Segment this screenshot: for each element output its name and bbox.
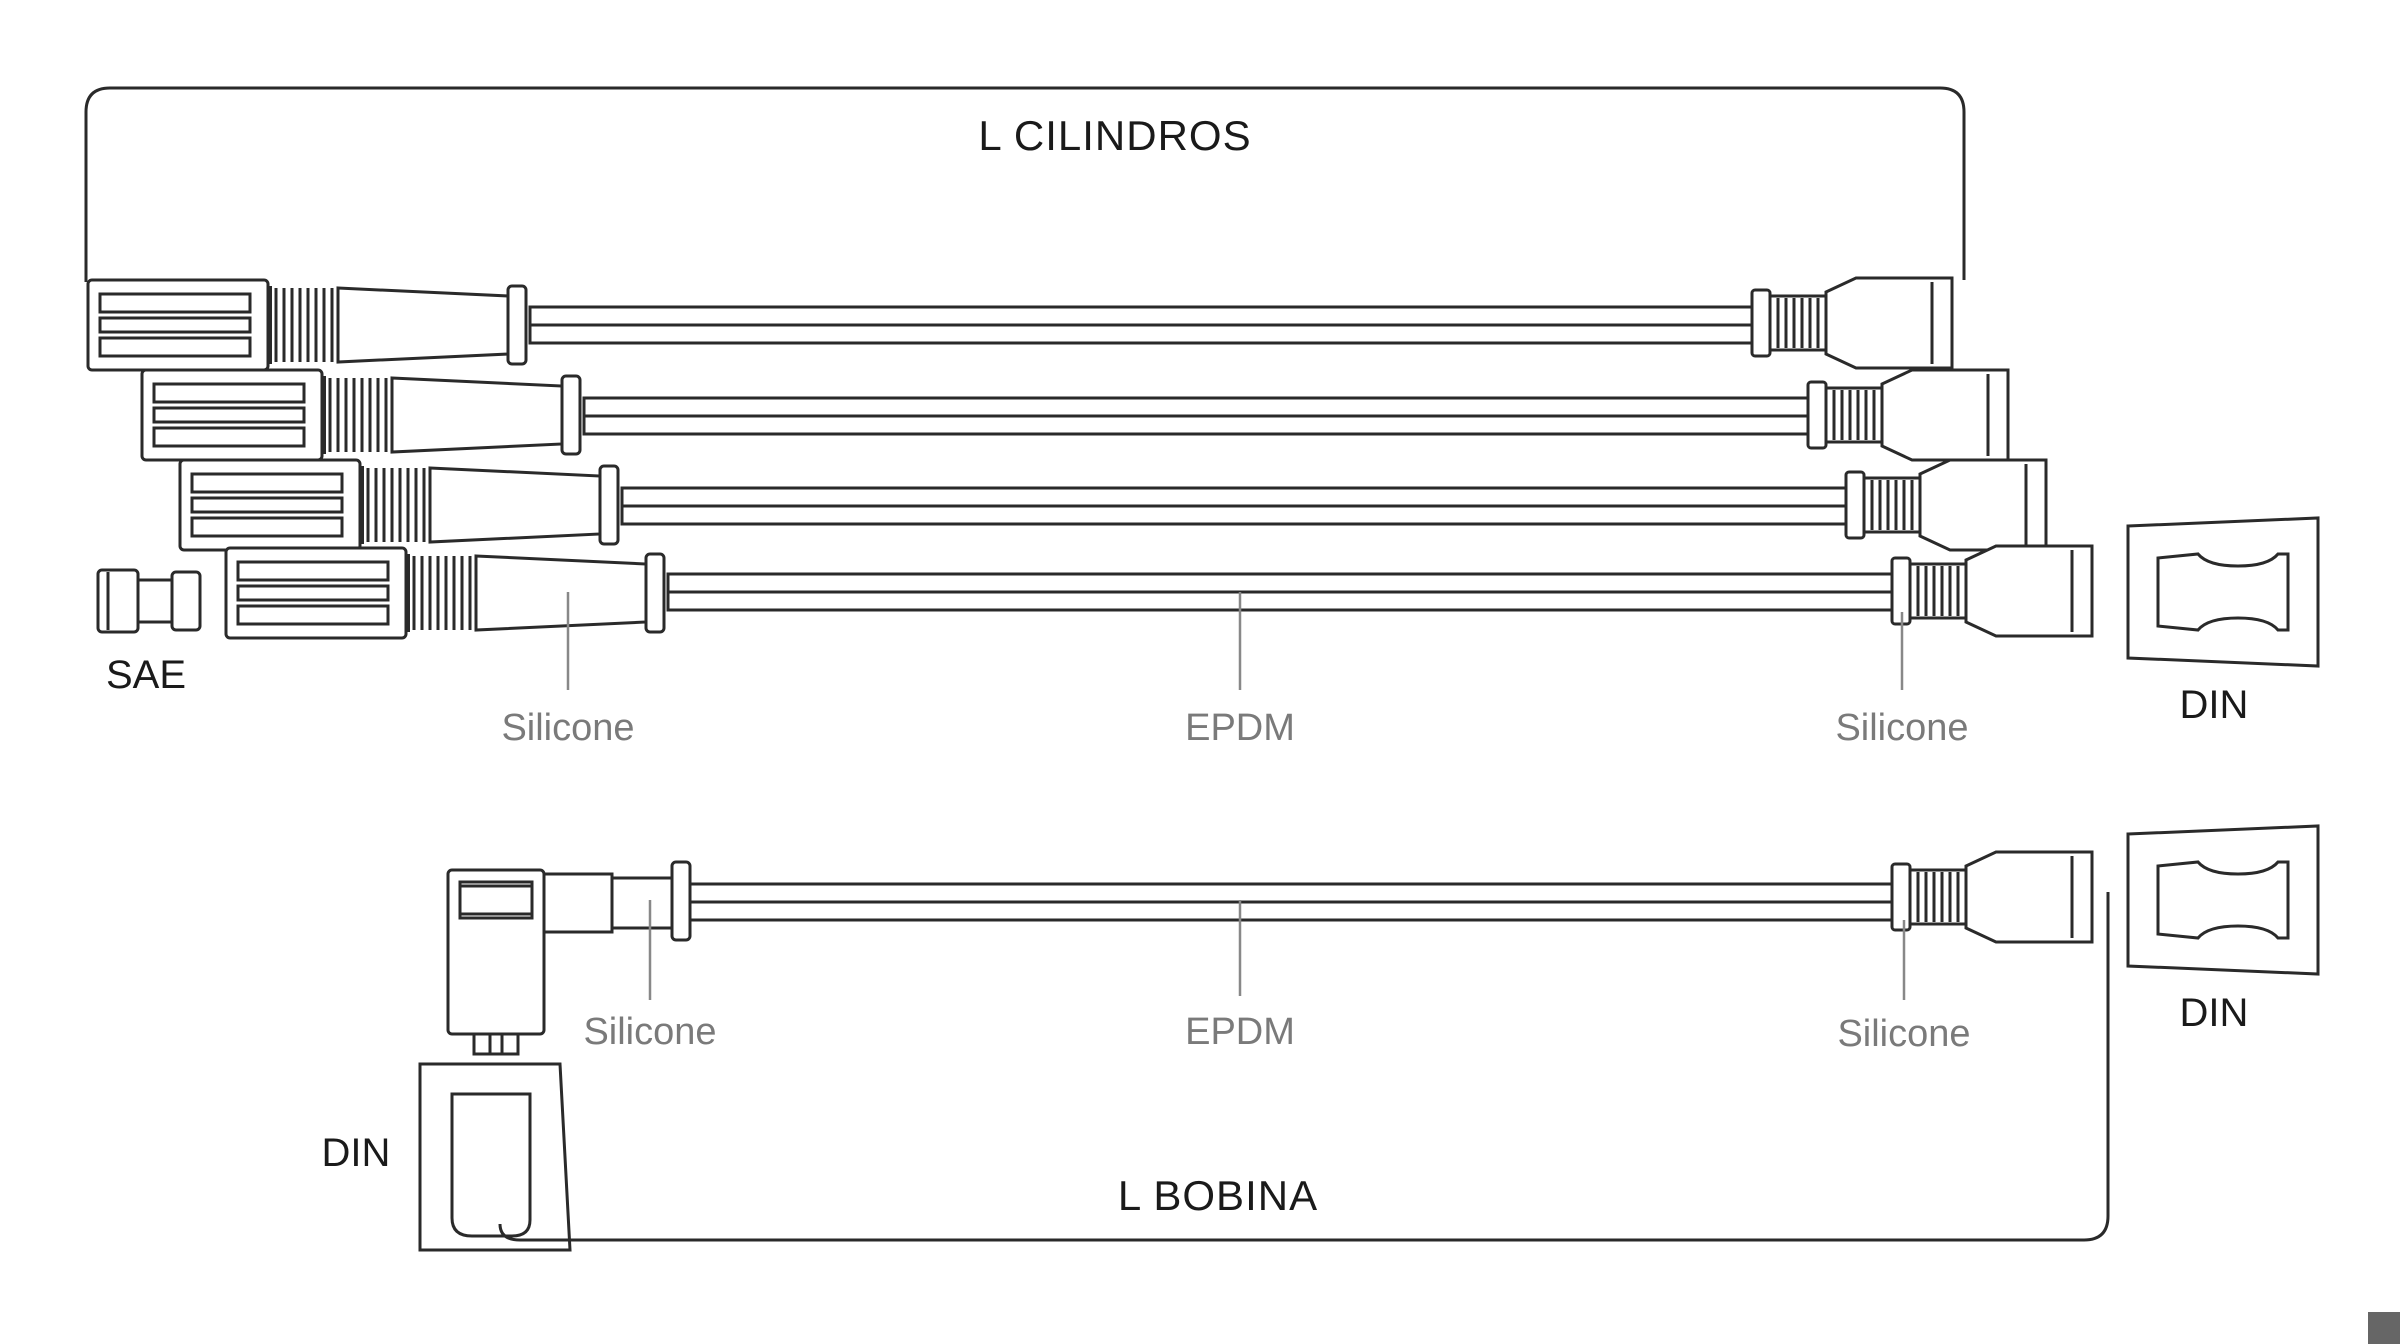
cylinder-cable-3 [178, 458, 2048, 552]
cylinder-cable-4 [224, 544, 2094, 640]
cylinders-length-label: L CILINDROS [978, 112, 1251, 159]
cylinder-cable-2 [140, 368, 2010, 462]
sae-terminal [96, 568, 202, 634]
cylinders-length-bracket [84, 86, 1966, 282]
din-left-label: DIN [322, 1131, 391, 1175]
coil-length-label: L BOBINA [1118, 1172, 1318, 1219]
din-bottom-label: DIN [2180, 991, 2249, 1035]
cylinder-cable-1 [86, 276, 1954, 372]
sae-label: SAE [106, 653, 186, 697]
silicone-label-left-top: Silicone [501, 707, 634, 749]
corner-mark [2368, 1312, 2400, 1344]
silicone-label-left-bottom: Silicone [583, 1011, 716, 1053]
din-terminal-top [2126, 516, 2320, 668]
epdm-label-top: EPDM [1185, 707, 1295, 749]
silicone-label-right-bottom: Silicone [1837, 1013, 1970, 1055]
epdm-label-bottom: EPDM [1185, 1011, 1295, 1053]
coil-length-bracket [498, 892, 2110, 1242]
din-top-label: DIN [2180, 683, 2249, 727]
din-terminal-bottom [2126, 824, 2320, 976]
silicone-label-right-top: Silicone [1835, 707, 1968, 749]
din-terminal-left [418, 1062, 572, 1252]
coil-cable [446, 850, 2094, 1056]
